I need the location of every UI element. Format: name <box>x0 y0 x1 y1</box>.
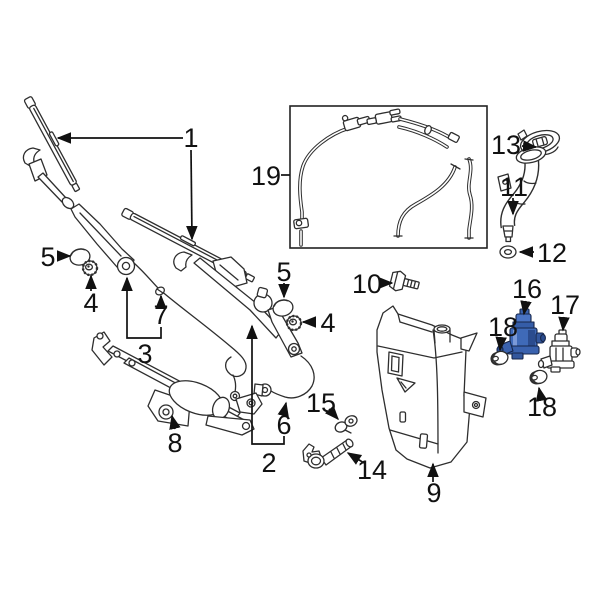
callout-17-label[interactable]: 17 <box>550 290 580 320</box>
washer-pump-secondary[interactable] <box>537 329 581 373</box>
callout-5-center-label[interactable]: 5 <box>276 257 291 287</box>
washer-hose-6[interactable] <box>253 355 315 399</box>
callout-19-label[interactable]: 19 <box>251 161 281 191</box>
callout-4-left-label[interactable]: 4 <box>83 288 98 318</box>
mounting-bolt[interactable] <box>388 270 421 296</box>
callout-15-label[interactable]: 15 <box>306 388 336 418</box>
nozzle-clip[interactable] <box>334 414 359 434</box>
callout-10-label[interactable]: 10 <box>352 269 382 299</box>
reservoir-cap[interactable] <box>517 126 562 157</box>
hose-routing-inset-box[interactable] <box>289 105 488 249</box>
arm-nut-center[interactable] <box>285 314 303 332</box>
washer-reservoir[interactable] <box>376 305 487 469</box>
hose-elbow-connector <box>366 108 402 126</box>
pivot-cap-center[interactable] <box>271 298 294 318</box>
callout-6-label[interactable]: 6 <box>276 410 291 440</box>
arm-nut-left[interactable] <box>81 259 99 277</box>
pump-grommet-left[interactable] <box>490 350 510 367</box>
callout-18-bottom-label[interactable]: 18 <box>527 392 557 422</box>
callout-3-label[interactable]: 3 <box>137 339 152 369</box>
callout-9-label[interactable]: 9 <box>426 478 441 508</box>
filler-neck-grommet[interactable] <box>499 245 517 259</box>
wiper-blade-driver[interactable] <box>23 95 83 193</box>
hose-tee-connector <box>341 114 371 132</box>
callout-4-center-label[interactable]: 4 <box>320 308 335 338</box>
callout-11-label[interactable]: 11 <box>500 172 528 202</box>
wiper-arm-driver[interactable] <box>22 147 136 276</box>
hose-fitting-lower-left <box>293 217 310 230</box>
callout-12-label[interactable]: 12 <box>537 238 567 268</box>
hose-clip-7[interactable] <box>154 286 166 297</box>
callout-14-label[interactable]: 14 <box>357 455 387 485</box>
callout-2-label[interactable]: 2 <box>261 448 276 478</box>
callout-1-label[interactable]: 1 <box>183 123 198 153</box>
callout-13-label[interactable]: 13 <box>491 130 521 160</box>
callout-8-label[interactable]: 8 <box>167 428 182 458</box>
callout-leader-lines <box>56 132 570 482</box>
wiper-motor-linkage[interactable] <box>91 331 263 436</box>
pump-grommet-bottom[interactable] <box>529 369 549 386</box>
callout-7-label[interactable]: 7 <box>153 300 168 330</box>
washer-nozzle-jet[interactable] <box>302 438 354 469</box>
callout-5-left-label[interactable]: 5 <box>40 242 55 272</box>
callout-18-left-label[interactable]: 18 <box>488 312 518 342</box>
callout-16-label[interactable]: 16 <box>512 274 542 304</box>
wiper-arm-passenger[interactable] <box>173 251 303 358</box>
